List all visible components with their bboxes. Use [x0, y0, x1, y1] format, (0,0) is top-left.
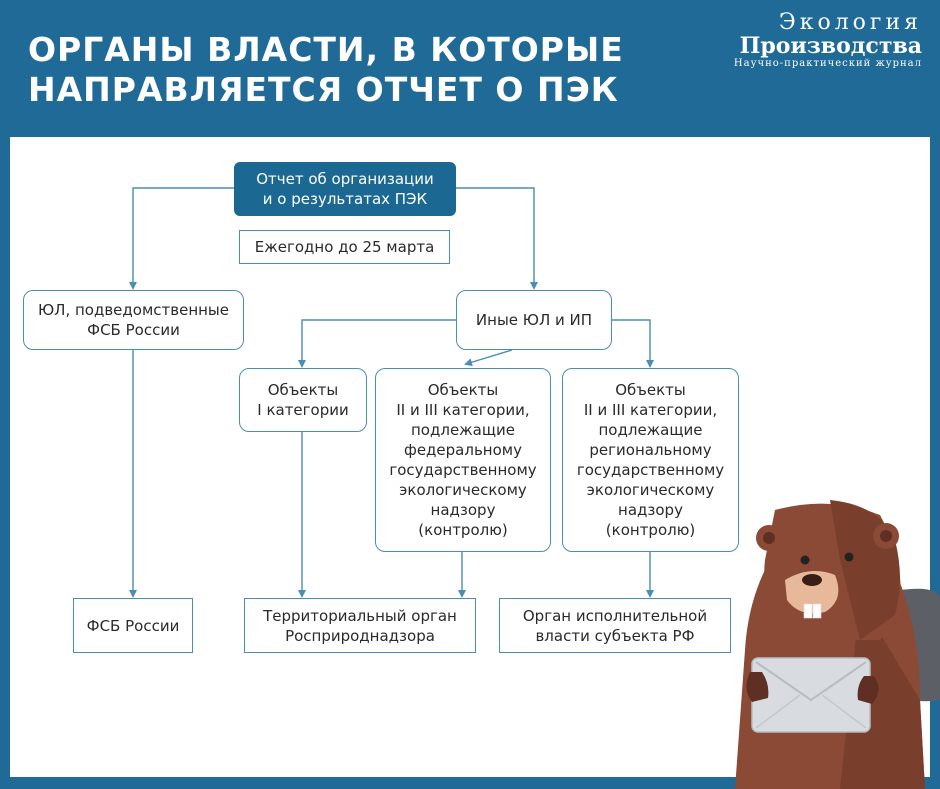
rosprirodnadzor-box: Территориальный орган Росприроднадзора	[244, 598, 476, 653]
fsb-orgs-box: ЮЛ, подведомственные ФСБ России	[23, 290, 244, 350]
fsb-orgs-label: ЮЛ, подведомственные ФСБ России	[37, 301, 230, 339]
report-root-box: Отчет об организации и о результатах ПЭК	[234, 162, 456, 216]
deadline-box: Ежегодно до 25 марта	[239, 230, 450, 264]
logo-main-text: Производства	[739, 33, 922, 59]
category-2-3-regional-box: Объекты II и III категории, подлежащие р…	[562, 368, 739, 552]
page-title: ОРГАНЫ ВЛАСТИ, В КОТОРЫЕ НАПРАВЛЯЕТСЯ ОТ…	[28, 30, 624, 109]
rosprirodnadzor-label: Территориальный орган Росприроднадзора	[263, 606, 457, 645]
journal-logo: Экология Производства Научно-практически…	[690, 12, 922, 72]
logo-subtitle: Научно-практический журнал	[733, 58, 922, 69]
category-2-3-federal-label: Объекты II и III категории, подлежащие ф…	[389, 381, 537, 539]
report-root-label: Отчет об организации и о результатах ПЭК	[256, 170, 434, 208]
envelope-icon	[751, 657, 871, 733]
other-orgs-label: Иные ЮЛ и ИП	[475, 311, 593, 329]
category-2-3-federal-box: Объекты II и III категории, подлежащие ф…	[375, 368, 551, 552]
category-1-label: Объекты I категории	[257, 381, 349, 419]
category-1-box: Объекты I категории	[239, 368, 367, 432]
category-2-3-regional-label: Объекты II и III категории, подлежащие р…	[576, 381, 725, 539]
fsb-label: ФСБ России	[86, 616, 180, 635]
fsb-box: ФСБ России	[73, 598, 193, 653]
deadline-label: Ежегодно до 25 марта	[254, 238, 435, 256]
regional-authority-label: Орган исполнительной власти субъекта РФ	[522, 606, 708, 645]
other-orgs-box: Иные ЮЛ и ИП	[456, 290, 612, 350]
regional-authority-box: Орган исполнительной власти субъекта РФ	[499, 598, 731, 653]
logo-top-text: Экология	[778, 10, 922, 35]
